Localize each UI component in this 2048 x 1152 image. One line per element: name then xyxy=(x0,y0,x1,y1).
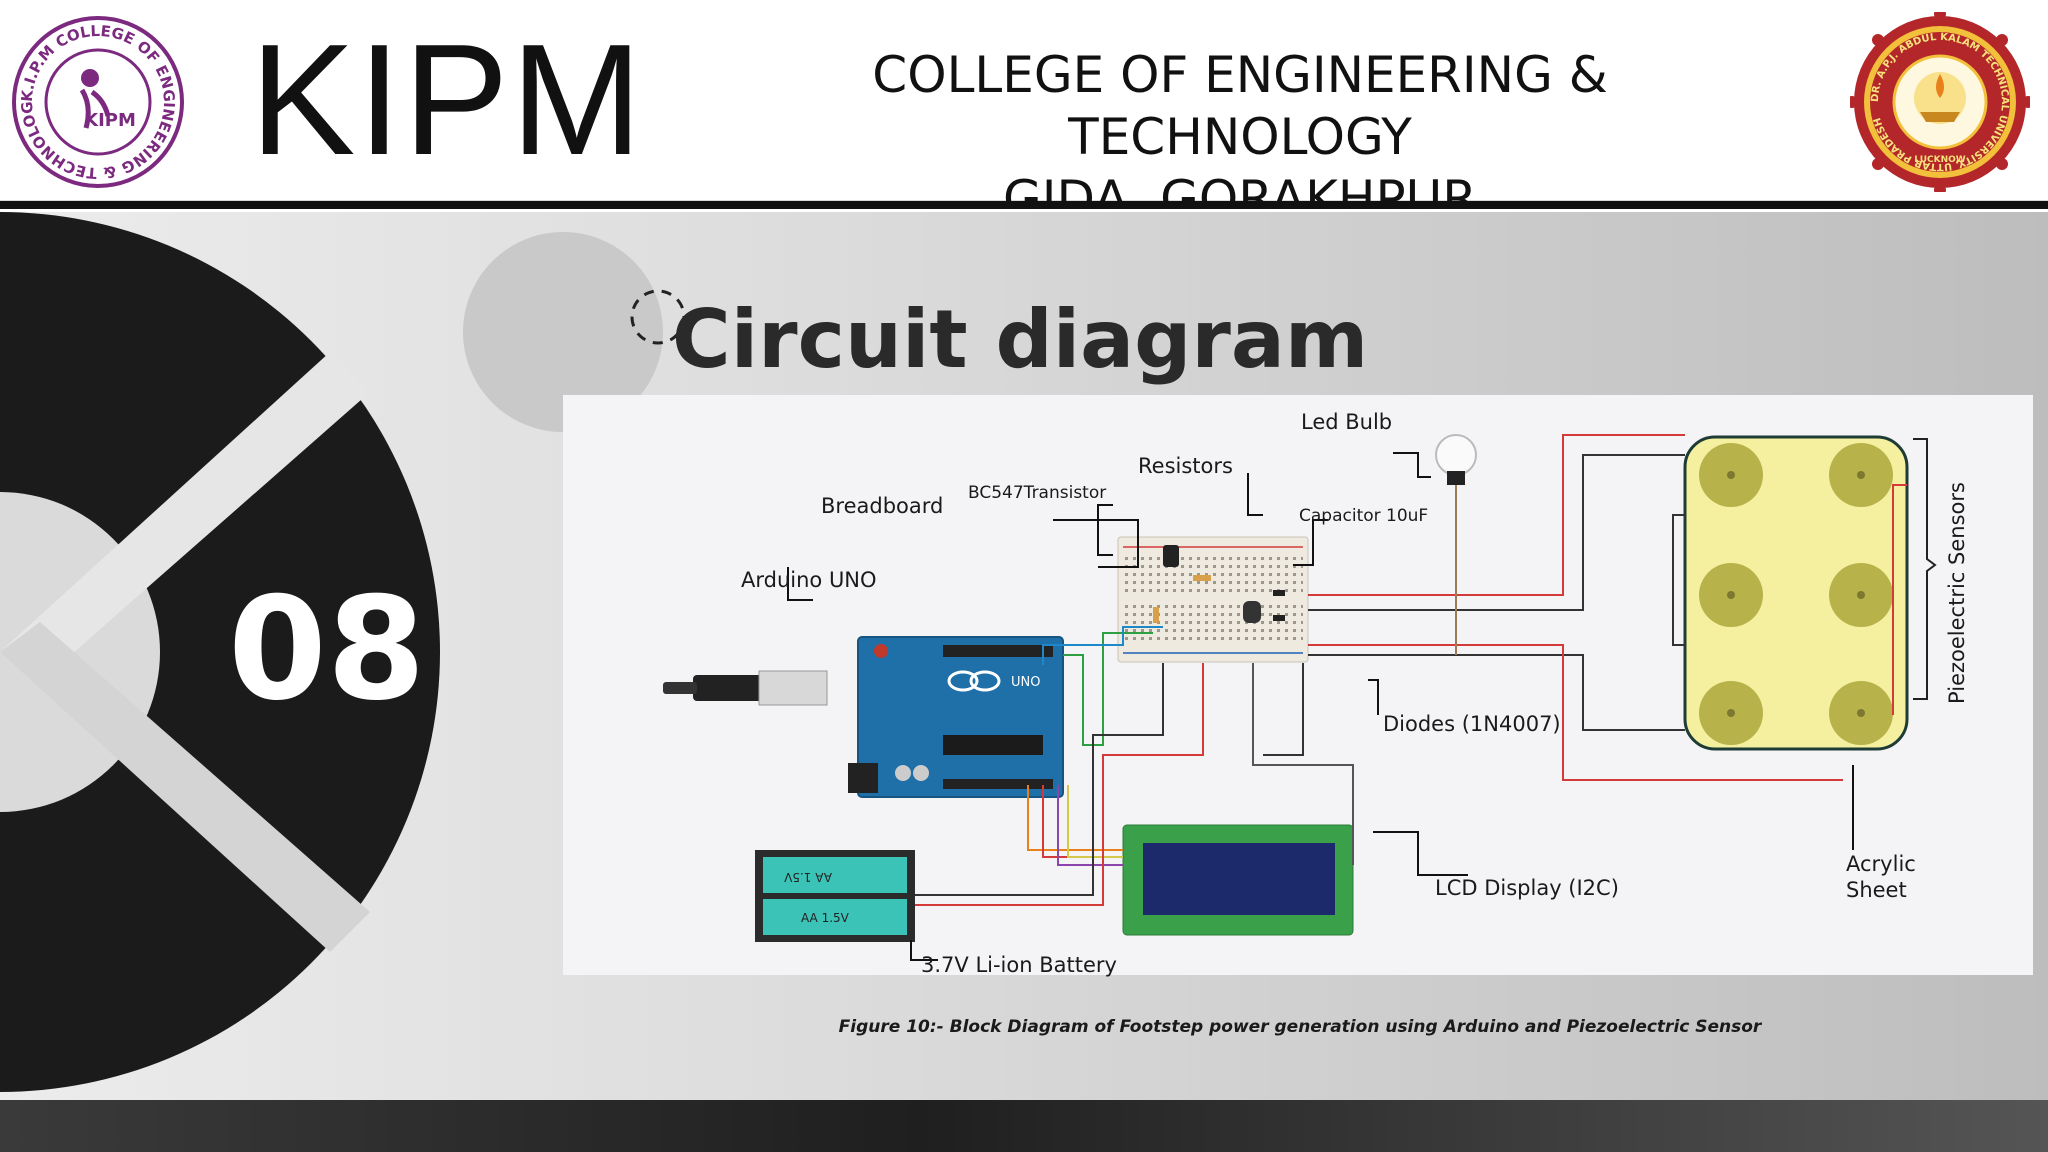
svg-text:AA 1.5V: AA 1.5V xyxy=(783,870,832,884)
label-diodes: Diodes (1N4007) xyxy=(1383,712,1561,736)
usb-cable-icon xyxy=(663,670,828,706)
label-arduino: Arduino UNO xyxy=(741,568,877,592)
circuit-diagram: UNO xyxy=(563,395,2033,977)
kipm-college-logo: K.I.P.M COLLEGE OF ENGINEERING & TECHNOL… xyxy=(12,16,184,188)
label-transistor: BC547Transistor xyxy=(968,483,1107,503)
label-acrylic-sheet: Acrylic Sheet xyxy=(1846,851,1916,903)
decorative-background-shapes xyxy=(0,212,686,1092)
aktu-university-logo: DR. A.P.J. ABDUL KALAM TECHNICAL UNIVERS… xyxy=(1850,12,2030,192)
college-line-1: COLLEGE OF ENGINEERING & TECHNOLOGY xyxy=(872,46,1608,166)
label-battery: 3.7V Li-ion Battery xyxy=(921,953,1117,977)
slide-title: Circuit diagram xyxy=(672,293,1369,386)
header: K.I.P.M COLLEGE OF ENGINEERING & TECHNOL… xyxy=(0,0,2048,228)
led-bulb-icon xyxy=(1435,434,1477,485)
header-divider-gap xyxy=(0,209,2048,212)
svg-text:KIPM: KIPM xyxy=(84,110,136,131)
label-lcd: LCD Display (I2C) xyxy=(1435,876,1619,900)
battery-holder-icon: AA 1.5V AA 1.5V xyxy=(755,850,915,942)
piezo-sensor-plate-icon xyxy=(1683,435,1937,751)
svg-text:LUCKNOW: LUCKNOW xyxy=(1914,155,1965,165)
section-number: 08 xyxy=(228,567,426,732)
label-led-bulb: Led Bulb xyxy=(1301,410,1393,434)
label-breadboard: Breadboard xyxy=(821,494,944,518)
circuit-drawing: UNO xyxy=(663,434,1937,961)
lcd-display-icon xyxy=(1122,824,1354,936)
circuit-wires xyxy=(915,434,1907,906)
figure-caption: Figure 10:- Block Diagram of Footstep po… xyxy=(838,1017,1762,1037)
breadboard-icon xyxy=(1117,536,1309,663)
label-acrylic-line1: Acrylic xyxy=(1846,852,1916,876)
svg-text:AA 1.5V: AA 1.5V xyxy=(801,911,850,925)
brand-title: KIPM xyxy=(250,12,645,188)
label-pointers xyxy=(787,452,1854,961)
arduino-board-icon: UNO xyxy=(848,636,1064,798)
label-resistors: Resistors xyxy=(1138,454,1233,478)
footer-bar xyxy=(0,1100,2048,1152)
label-acrylic-line2: Sheet xyxy=(1846,878,1907,902)
svg-text:UNO: UNO xyxy=(1011,675,1040,690)
header-divider xyxy=(0,201,2048,209)
label-piezoelectric-sensors: Piezoelectric Sensors xyxy=(1944,482,1969,704)
label-capacitor: Capacitor 10uF xyxy=(1299,506,1429,526)
